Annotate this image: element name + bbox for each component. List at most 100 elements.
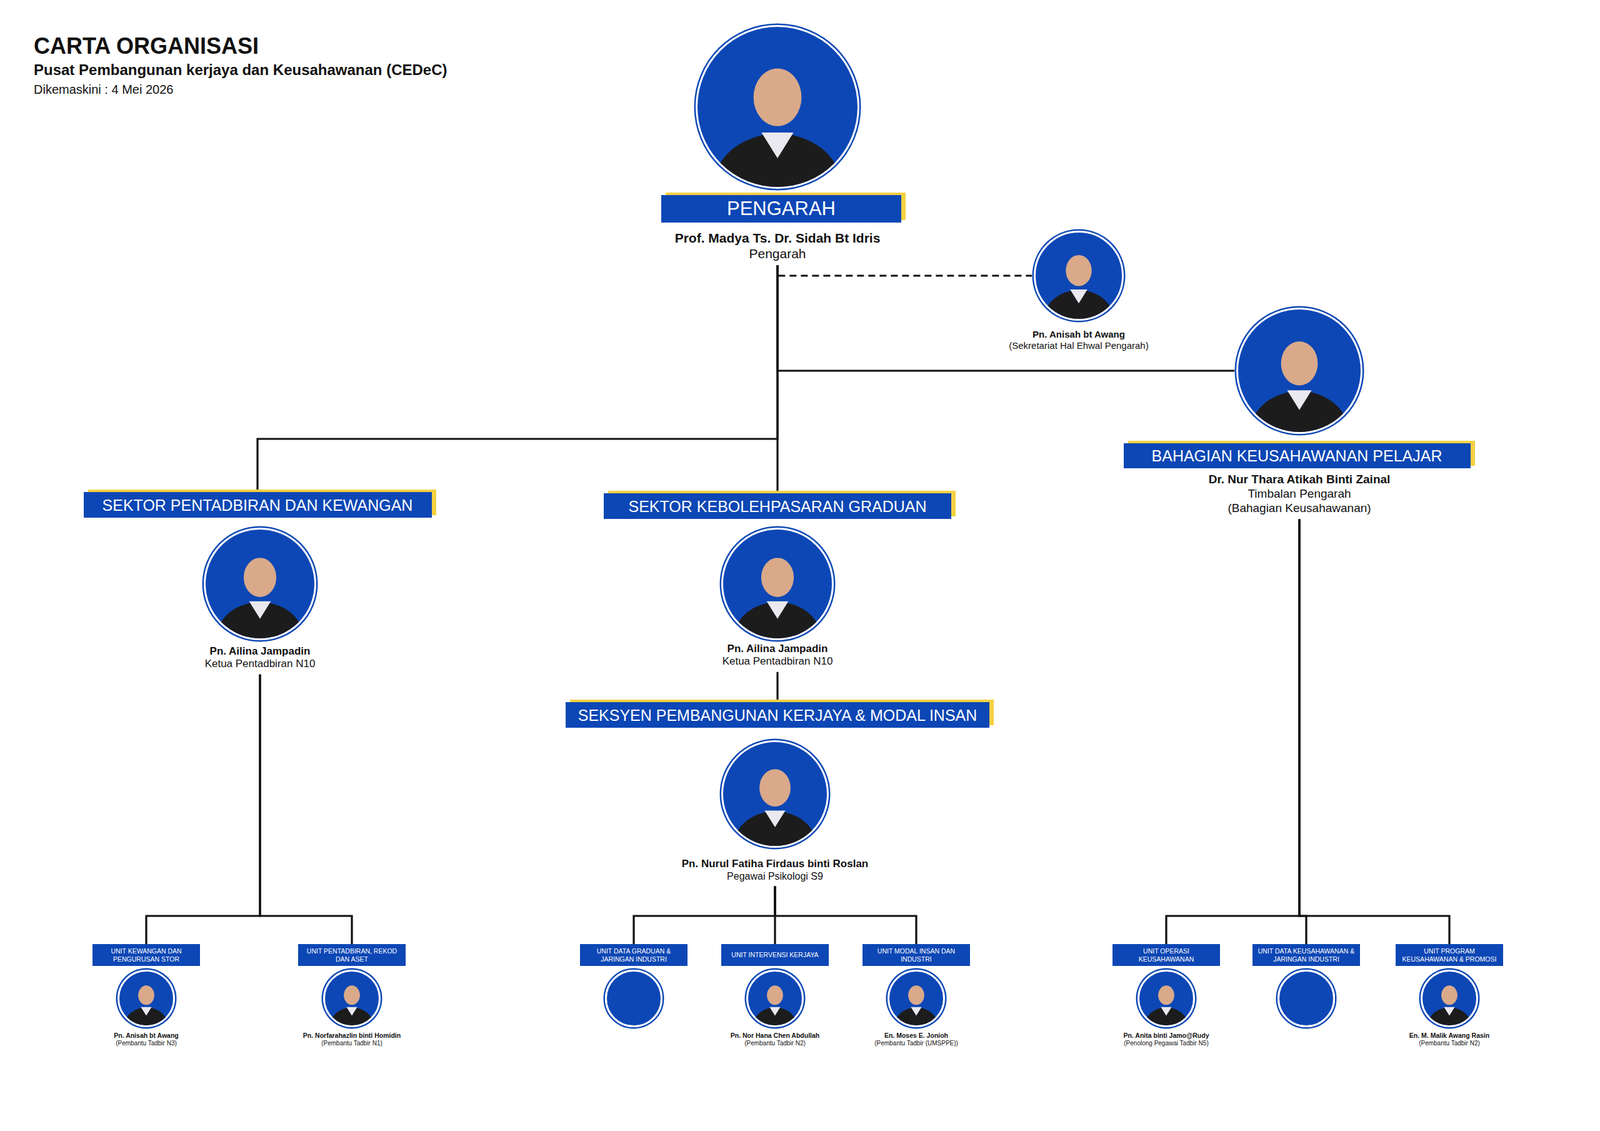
figure-collar — [249, 601, 272, 619]
section-banner: BAHAGIAN KEUSAHAWANAN PELAJAR — [1123, 443, 1471, 469]
portrait-figure — [1035, 232, 1122, 319]
photo-circle — [746, 969, 804, 1027]
section-banner: SEKSYEN PEMBANGUNAN KERJAYA & MODAL INSA… — [565, 701, 990, 728]
person-role: (Pembantu Tadbir N2) — [1418, 1039, 1480, 1047]
figure-collar — [764, 810, 785, 828]
portrait-figure — [1139, 971, 1194, 1025]
person-node: Pn. Nurul Fatiha Firdaus binti RoslanPeg… — [681, 740, 869, 883]
banner-title: UNIT OPERASI KEUSAHAWANAN — [1116, 946, 1217, 962]
figure-shoulders — [329, 1006, 375, 1025]
connector — [1166, 518, 1300, 944]
connector — [1299, 518, 1307, 944]
figure-shoulders — [1042, 289, 1115, 319]
person-role: (Pembantu Tadbir N2) — [744, 1039, 806, 1047]
banner-title: UNIT DATA GRADUAN & JARINGAN INDUSTRI — [583, 946, 684, 962]
empty-photo — [1276, 968, 1337, 1029]
person-role: Pegawai Psikologi S9 — [726, 870, 824, 882]
person-name: Pn. Nor Hana Chen Abdullah — [730, 1031, 820, 1040]
unit-banner: UNIT MODAL INSAN DAN INDUSTRI — [862, 943, 970, 966]
portrait-figure — [723, 741, 827, 846]
figure-shoulders — [1426, 1006, 1472, 1025]
photo-circle — [1420, 969, 1479, 1027]
figure-collar — [1286, 390, 1312, 410]
photo-circle — [323, 969, 381, 1027]
person-node: Pn. Anisah bt Awang(Sekretariat Hal Ehwa… — [1008, 230, 1149, 352]
banner-title: SEKTOR KEBOLEHPASARAN GRADUAN — [628, 496, 927, 516]
person-node: Prof. Madya Ts. Dr. Sidah Bt IdrisPengar… — [675, 25, 881, 262]
figure-collar — [140, 1006, 152, 1016]
connector — [776, 265, 779, 494]
portrait-figure — [205, 529, 315, 639]
section-banner: SEKTOR KEBOLEHPASARAN GRADUAN — [603, 493, 952, 519]
figure-collar — [769, 1006, 780, 1016]
photo-circle — [1033, 230, 1124, 321]
figure-shoulders — [731, 810, 819, 846]
chart-title: CARTA ORGANISASI — [33, 32, 259, 60]
connector — [777, 265, 1235, 371]
person-role: (Pembantu Tadbir N3) — [115, 1039, 177, 1047]
figure-collar — [1443, 1006, 1455, 1016]
person-role: Ketua Pentadbiran N10 — [722, 655, 834, 668]
figure-head — [243, 557, 277, 597]
figure-head — [766, 985, 784, 1005]
person-name: En. M. Malik Awang Rasin — [1409, 1031, 1490, 1040]
connector — [1299, 518, 1450, 944]
photo-circle — [1137, 969, 1195, 1027]
figure-shoulders — [710, 132, 845, 187]
figure-head — [1441, 985, 1458, 1005]
update-date: Dikemaskini : 4 Mei 2026 — [33, 81, 174, 97]
banner-title: UNIT KEWANGAN DAN PENGURUSAN STOR — [96, 946, 197, 962]
photo-circle — [721, 527, 834, 640]
figure-shoulders — [1248, 390, 1352, 432]
figure-shoulders — [893, 1006, 939, 1025]
person-node: Pn. Nor Hana Chen Abdullah(Pembantu Tadb… — [730, 969, 820, 1047]
connector — [260, 674, 352, 944]
portrait-figure — [1238, 309, 1361, 432]
figure-head — [908, 985, 925, 1005]
connector — [776, 671, 779, 702]
unit-banner: UNIT KEWANGAN DAN PENGURUSAN STOR — [92, 943, 200, 966]
person-role: (Penolong Pegawai Tadbir N5) — [1123, 1039, 1209, 1047]
person-role: (Sekretariat Hal Ehwal Pengarah) — [1008, 340, 1149, 352]
person-name: Pn. Anisah bt Awang — [1032, 328, 1125, 340]
person-node: Pn. Anita binti Jamo@Rudy(Penolong Pegaw… — [1123, 969, 1209, 1047]
person-name: Pn. Anita binti Jamo@Rudy — [1123, 1031, 1209, 1040]
banner-title: UNIT DATA KEUSAHAWANAN & JARINGAN INDUST… — [1256, 946, 1357, 962]
figure-collar — [910, 1006, 922, 1016]
photo-circle — [695, 25, 860, 189]
figure-head — [1158, 985, 1175, 1005]
unit-banner: UNIT PENTADBIRAN, REKOD DAN ASET — [298, 943, 406, 966]
person-role: (Pembantu Tadbir (UMSPPE)) — [874, 1039, 959, 1047]
person-node: En. Moses E. Jonioh(Pembantu Tadbir (UMS… — [874, 969, 959, 1047]
photo-circle — [887, 969, 945, 1027]
connector — [633, 886, 775, 944]
photo-circle — [721, 740, 829, 848]
banner-title: UNIT PENTADBIRAN, REKOD DAN ASET — [301, 946, 402, 962]
person-name: Pn. Ailina Jampadin — [210, 645, 311, 658]
figure-head — [138, 985, 155, 1005]
person-node: Pn. Ailina JampadinKetua Pentadbiran N10 — [203, 527, 317, 671]
empty-photo — [604, 968, 664, 1029]
unit-banner: UNIT PROGRAM KEUSAHAWANAN & PROMOSI — [1395, 943, 1504, 966]
figure-shoulders — [752, 1006, 798, 1025]
figure-collar — [1070, 289, 1088, 304]
dashed-connector — [777, 265, 1032, 276]
unit-banner: UNIT OPERASI KEUSAHAWANAN — [1112, 943, 1220, 966]
portrait-figure — [697, 26, 858, 187]
person-name: En. Moses E. Jonioh — [884, 1031, 949, 1040]
unit-banner: UNIT INTERVENSI KERJAYA — [721, 943, 829, 966]
empty-photo-circle — [606, 970, 662, 1027]
person-role: Timbalan Pengarah (Bahagian Keusahawanan… — [1221, 486, 1378, 516]
photo-circle — [1236, 307, 1363, 434]
person-node: En. M. Malik Awang Rasin(Pembantu Tadbir… — [1409, 969, 1490, 1047]
banner-title: SEKSYEN PEMBANGUNAN KERJAYA & MODAL INSA… — [578, 705, 978, 725]
figure-head — [753, 68, 802, 127]
connector — [257, 265, 778, 492]
figure-head — [761, 557, 794, 597]
figure-collar — [766, 601, 789, 619]
banner-title: BAHAGIAN KEUSAHAWANAN PELAJAR — [1151, 446, 1443, 465]
person-name: Pn. Anisah bt Awang — [113, 1031, 179, 1040]
person-name: Dr. Nur Thara Atikah Binti Zainal — [1208, 472, 1391, 487]
connector — [146, 674, 260, 944]
